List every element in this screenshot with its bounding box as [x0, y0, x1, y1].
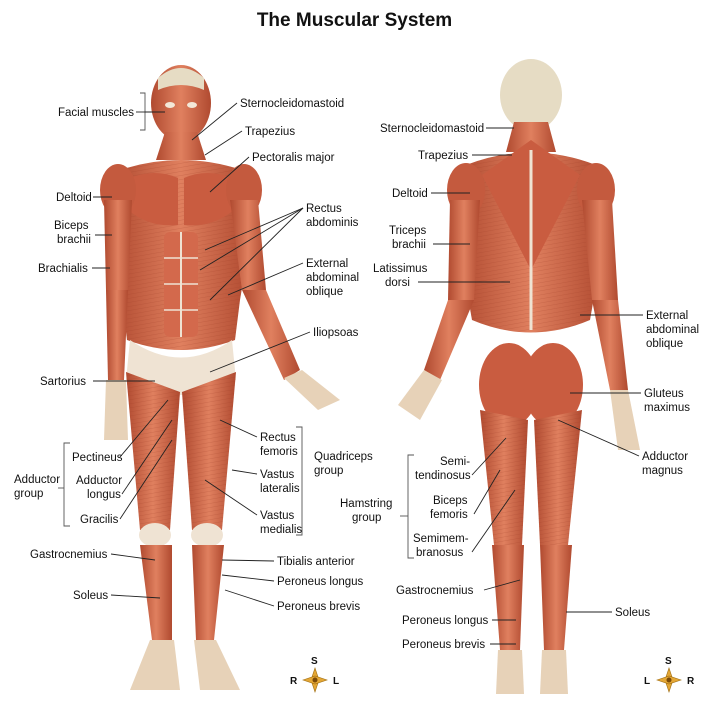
- label-hamstring-2: group: [352, 512, 381, 524]
- label-post-trapezius: Trapezius: [418, 150, 468, 162]
- label-vastus-lateralis-2: lateralis: [260, 483, 300, 495]
- label-adductor-magnus-1: Adductor: [642, 451, 688, 463]
- label-gastrocnemius: Gastrocnemius: [30, 549, 108, 561]
- label-pectineus: Pectineus: [72, 452, 123, 464]
- compass-s-posterior: S: [665, 656, 672, 667]
- label-triceps-1: Triceps: [389, 225, 427, 237]
- label-ext-oblique-1: External: [306, 258, 348, 270]
- label-post-ext-oblique-3: oblique: [646, 338, 683, 350]
- label-adductor-longus-1: Adductor: [76, 475, 122, 487]
- label-biceps-femoris-1: Biceps: [433, 495, 468, 507]
- label-sternocleidomastoid: Sternocleidomastoid: [240, 98, 344, 110]
- posterior-compass-rose: S L R: [644, 656, 695, 692]
- label-post-sternocleidomastoid: Sternocleidomastoid: [380, 123, 484, 135]
- label-adductor-magnus-2: magnus: [642, 465, 683, 477]
- label-biceps-femoris-2: femoris: [430, 509, 468, 521]
- anterior-compass-rose: S R L: [290, 656, 339, 692]
- label-soleus: Soleus: [73, 590, 108, 602]
- label-latissimus-1: Latissimus: [373, 263, 428, 275]
- label-deltoid: Deltoid: [56, 192, 92, 204]
- label-peroneus-longus: Peroneus longus: [277, 576, 364, 588]
- label-semitendinosus-2: tendinosus: [415, 470, 471, 482]
- label-post-peroneus-brevis: Peroneus brevis: [402, 639, 485, 651]
- label-post-ext-oblique-2: abdominal: [646, 324, 699, 336]
- compass-r-anterior: R: [290, 676, 298, 687]
- label-post-peroneus-longus: Peroneus longus: [402, 615, 489, 627]
- label-post-ext-oblique-1: External: [646, 310, 688, 322]
- posterior-head: [500, 59, 562, 131]
- label-gluteus-2: maximus: [644, 402, 690, 414]
- label-pectoralis-major: Pectoralis major: [252, 152, 335, 164]
- label-trapezius: Trapezius: [245, 126, 295, 138]
- label-semimembranosus-1: Semimem-: [413, 533, 469, 545]
- label-brachii: brachii: [57, 234, 91, 246]
- label-adductor-group-1: Adductor: [14, 474, 60, 486]
- label-sartorius: Sartorius: [40, 376, 86, 388]
- label-rectus-abdominis-1: Rectus: [306, 203, 342, 215]
- anterior-neck: [156, 132, 206, 160]
- label-latissimus-2: dorsi: [385, 277, 410, 289]
- label-tibialis-anterior: Tibialis anterior: [277, 556, 355, 568]
- label-gluteus-1: Gluteus: [644, 388, 684, 400]
- label-hamstring-1: Hamstring: [340, 498, 392, 510]
- label-vastus-medialis-2: medialis: [260, 524, 302, 536]
- compass-l-posterior: L: [644, 676, 650, 687]
- label-triceps-2: brachii: [392, 239, 426, 251]
- label-gracilis: Gracilis: [80, 514, 119, 526]
- label-biceps: Biceps: [54, 220, 89, 232]
- compass-r-posterior: R: [687, 676, 695, 687]
- label-semimembranosus-2: branosus: [416, 547, 464, 559]
- label-facial-muscles: Facial muscles: [58, 107, 134, 119]
- label-iliopsoas: Iliopsoas: [313, 327, 359, 339]
- label-semitendinosus-1: Semi-: [440, 456, 470, 468]
- compass-s-anterior: S: [311, 656, 318, 667]
- label-quadriceps-1: Quadriceps: [314, 451, 373, 463]
- compass-l-anterior: L: [333, 676, 339, 687]
- label-peroneus-brevis: Peroneus brevis: [277, 601, 360, 613]
- label-ext-oblique-2: abdominal: [306, 272, 359, 284]
- label-rectus-femoris-2: femoris: [260, 446, 298, 458]
- label-ext-oblique-3: oblique: [306, 286, 343, 298]
- label-adductor-longus-2: longus: [87, 489, 121, 501]
- label-post-soleus: Soleus: [615, 607, 650, 619]
- label-quadriceps-2: group: [314, 465, 343, 477]
- label-post-deltoid: Deltoid: [392, 188, 428, 200]
- label-vastus-lateralis-1: Vastus: [260, 469, 295, 481]
- label-brachialis: Brachialis: [38, 263, 88, 275]
- label-rectus-femoris-1: Rectus: [260, 432, 296, 444]
- label-vastus-medialis-1: Vastus: [260, 510, 295, 522]
- label-post-gastrocnemius: Gastrocnemius: [396, 585, 474, 597]
- label-rectus-abdominis-2: abdominis: [306, 217, 359, 229]
- label-adductor-group-2: group: [14, 488, 43, 500]
